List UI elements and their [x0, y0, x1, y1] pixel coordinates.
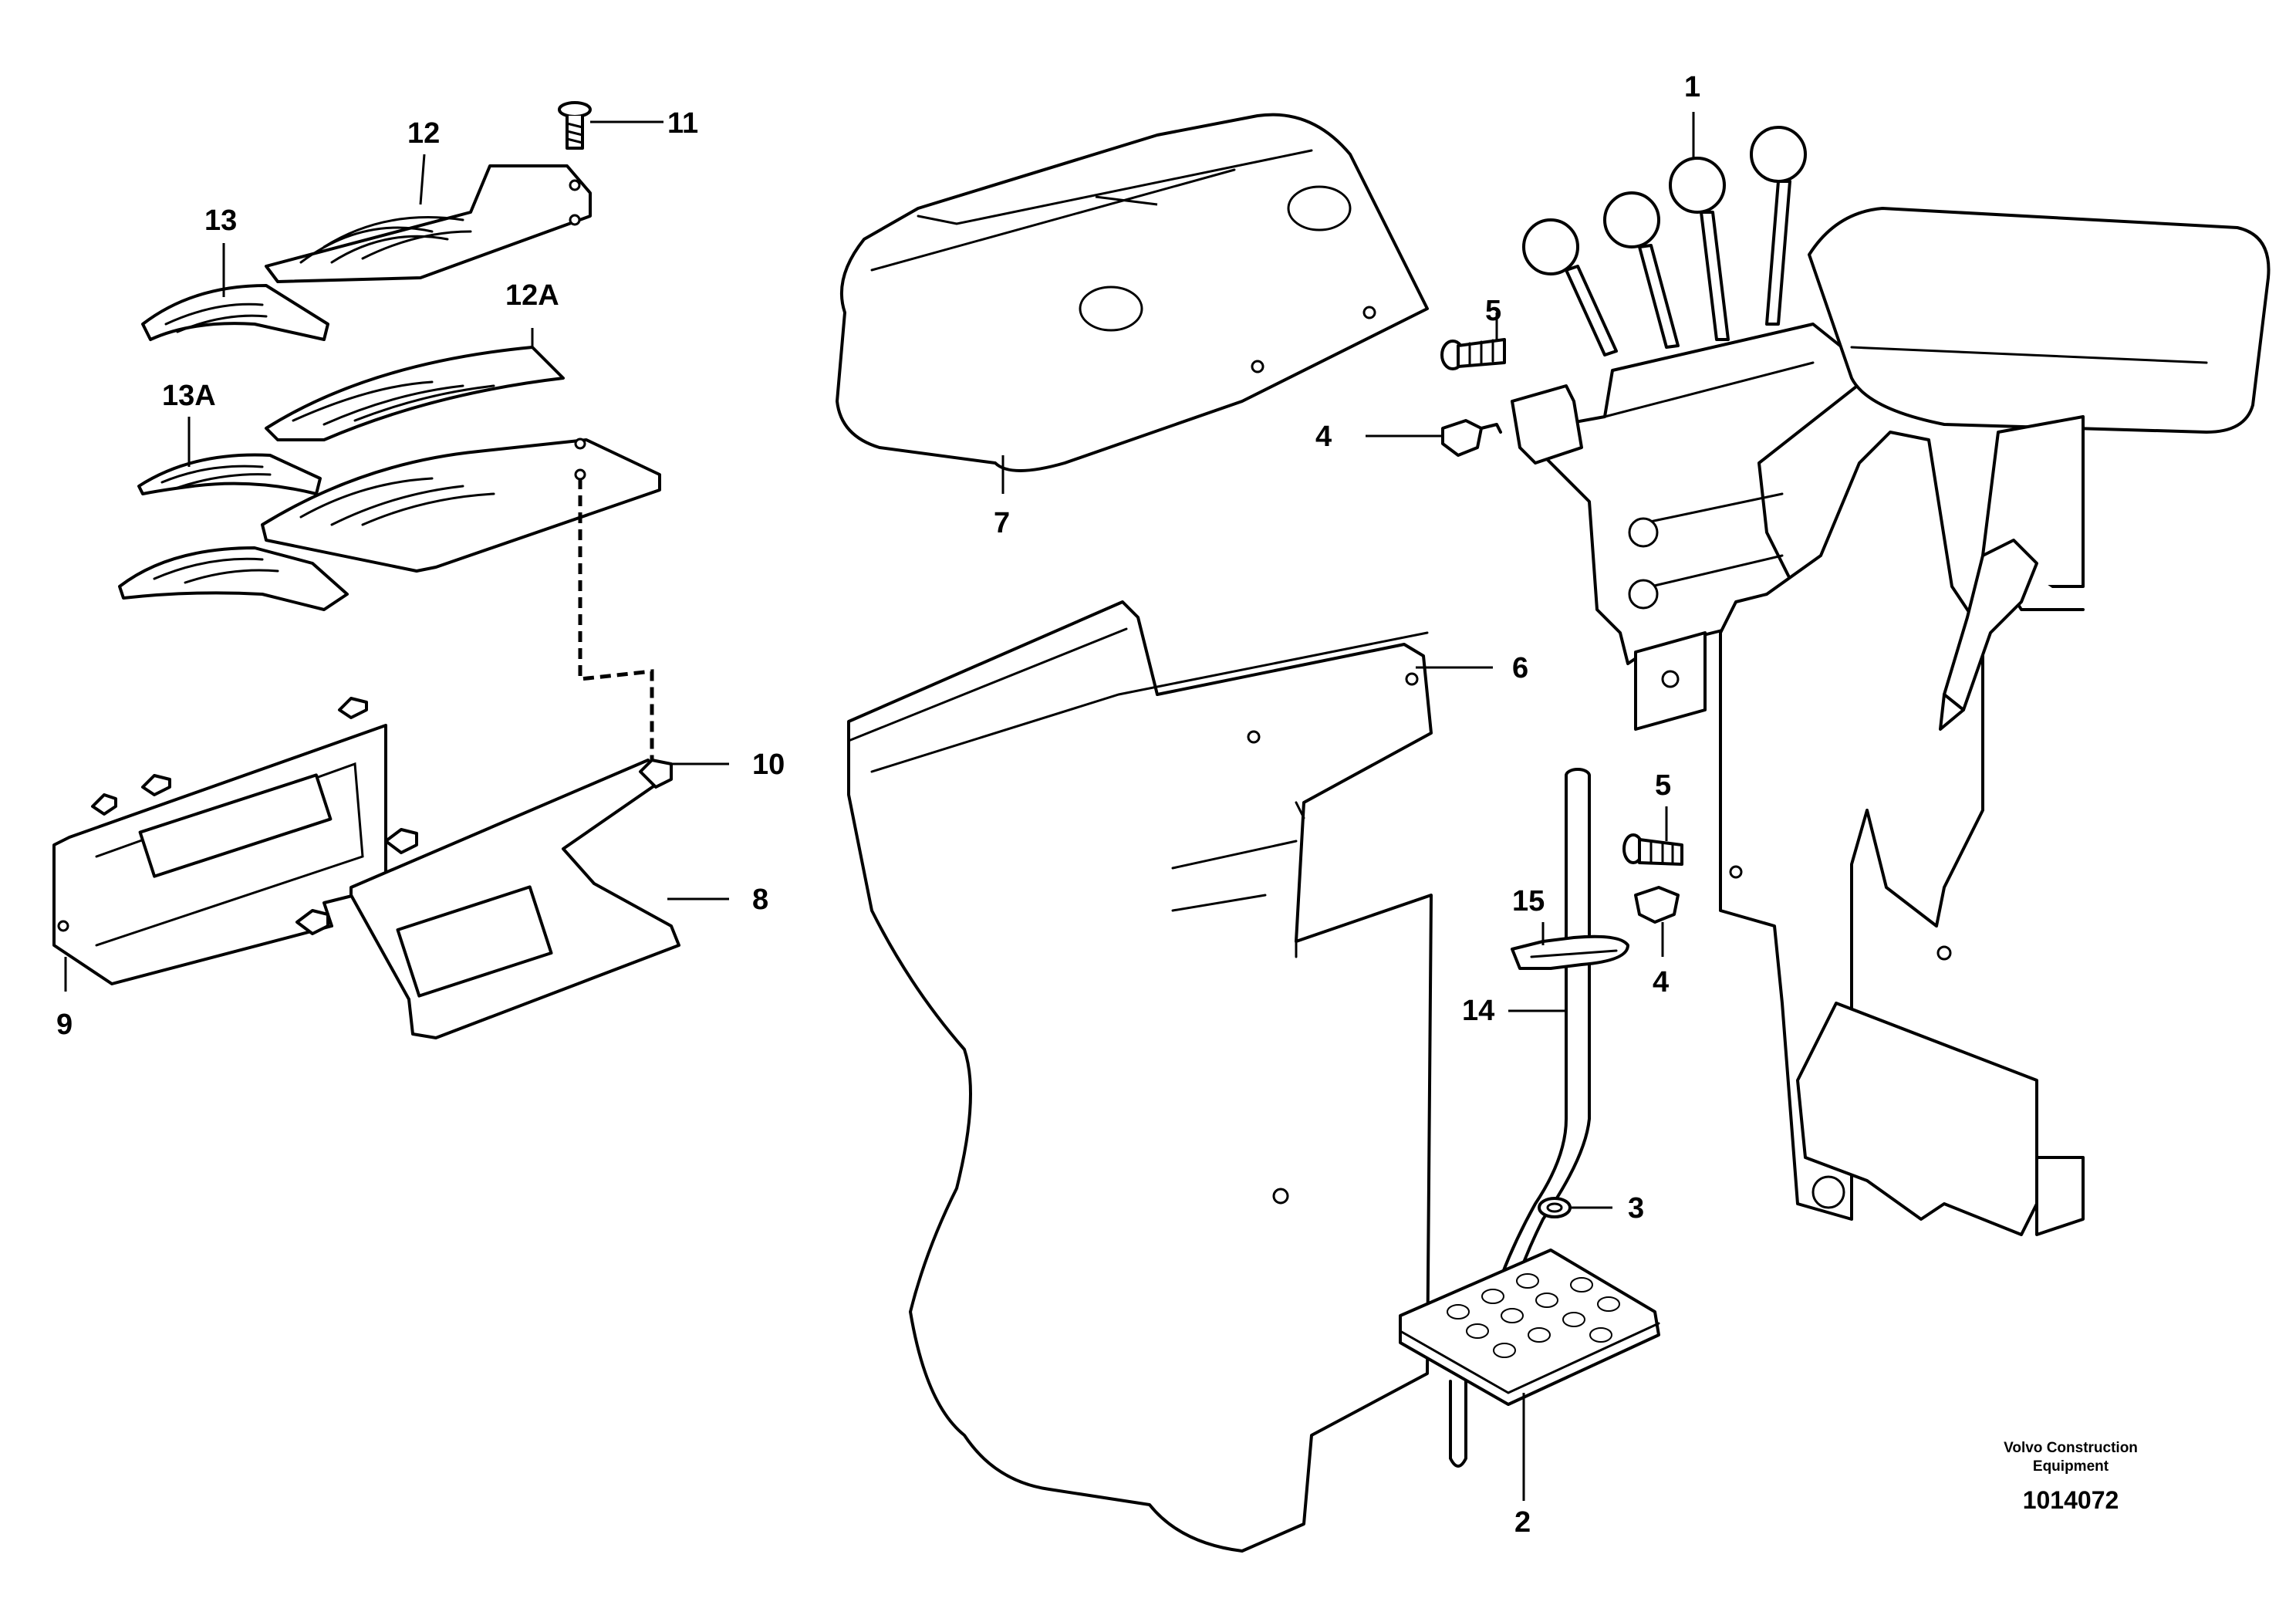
clip-e	[338, 697, 368, 719]
part-2-grommet-plate	[1399, 1249, 1660, 1406]
callout-9: 9	[56, 1009, 73, 1041]
callout-13: 13	[204, 204, 237, 237]
part-13a-lower-plate	[118, 546, 349, 611]
callout-4-top: 4	[1315, 421, 1332, 453]
column-lever-handle	[1939, 539, 2038, 731]
callout-4-lower: 4	[1653, 966, 1669, 999]
callout-12: 12	[407, 117, 440, 150]
part-12-cover-plate	[265, 164, 592, 283]
callout-15: 15	[1512, 885, 1545, 917]
part-12a-cover-plate	[265, 346, 565, 441]
part-15-cable-tie	[1511, 934, 1629, 970]
part-4-clip-lower	[1634, 886, 1680, 924]
part-6-console-housing	[847, 600, 1433, 1553]
callout-8: 8	[752, 884, 768, 916]
callout-12a: 12A	[505, 279, 559, 312]
callout-2: 2	[1514, 1506, 1531, 1539]
callout-14: 14	[1462, 995, 1494, 1027]
part-13a-cover	[137, 453, 322, 495]
assembly-line	[578, 478, 654, 768]
document-number: 1014072	[2023, 1486, 2119, 1514]
part-5-bolt-top	[1440, 338, 1506, 370]
callout-13a: 13A	[162, 380, 216, 412]
clip-a	[384, 828, 418, 854]
part-10-clip	[639, 759, 673, 789]
callout-labels: 1 5 4 7 6 11 12 13 12A 13A 10 8 9 5 4 15…	[56, 71, 1700, 1539]
part-3-grommet	[1538, 1197, 1572, 1218]
brand-block: Volvo Construction Equipment 1014072	[2004, 1440, 2138, 1514]
armrest-pad	[1808, 207, 2271, 434]
callout-7: 7	[994, 507, 1010, 539]
part-7-console-cover	[836, 113, 1429, 472]
part-9-bracket	[52, 724, 387, 985]
brand-line-2: Equipment	[2033, 1458, 2109, 1475]
callout-3: 3	[1628, 1192, 1644, 1225]
callout-10: 10	[752, 748, 785, 781]
callout-5-lower: 5	[1655, 769, 1671, 802]
clip-c	[91, 793, 117, 816]
part-5-bolt-lower	[1622, 833, 1683, 866]
clip-b	[295, 909, 329, 935]
brand-line-1: Volvo Construction	[2004, 1440, 2138, 1456]
part-1-control-valve	[1518, 126, 1869, 731]
part-13-cover	[141, 284, 329, 341]
support-column	[1719, 415, 2085, 1236]
part-11-screw	[558, 101, 592, 150]
callout-6: 6	[1512, 652, 1528, 684]
callout-1: 1	[1684, 71, 1700, 103]
part-8-bracket	[349, 759, 680, 1039]
part-12-lower-plate	[261, 438, 661, 573]
callout-5-top: 5	[1485, 295, 1501, 327]
valve-mounting-bracket	[1511, 384, 1583, 465]
part-4-clip-top	[1441, 419, 1502, 457]
clip-d	[141, 774, 171, 796]
callout-11: 11	[667, 107, 698, 140]
leader-lines	[64, 112, 1695, 1501]
